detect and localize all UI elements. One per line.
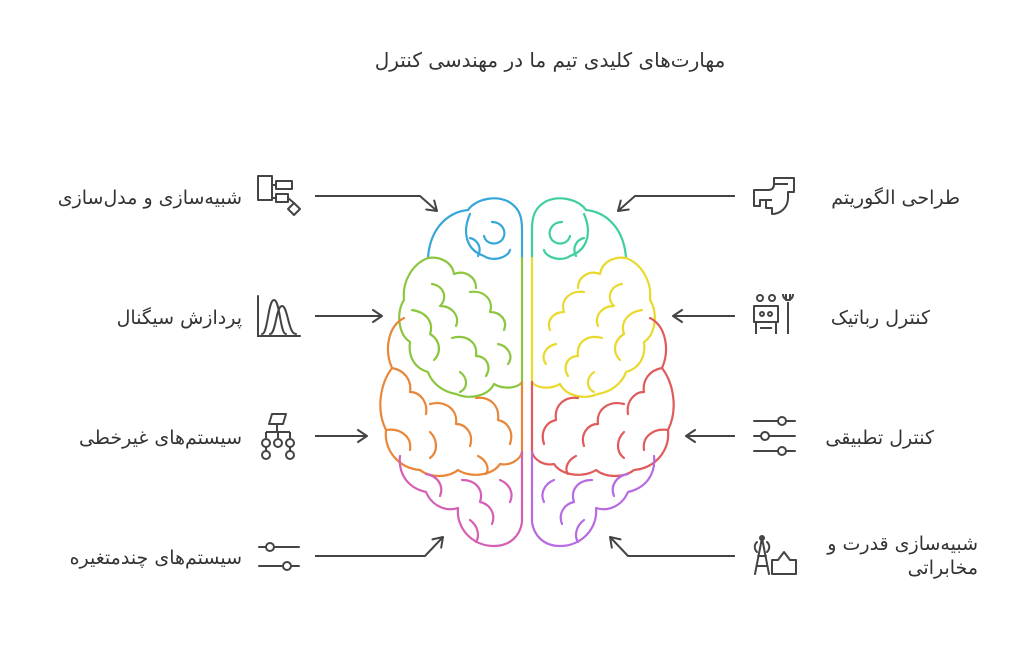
brain-lobe-pink: [398, 450, 524, 548]
brain-lobe-teal: [530, 197, 628, 260]
label-robotic-control: کنترل رباتیک: [830, 307, 930, 329]
label-nonlinear-systems: سیستم‌های غیرخطی: [78, 427, 242, 449]
brain-lobe-yellow: [530, 256, 656, 398]
page-title: مهارت‌های کلیدی تیم ما در مهندسی کنترل: [374, 48, 726, 72]
label-signal-processing: پردازش سیگنال: [116, 307, 242, 329]
label-adaptive-control: کنترل تطبیقی: [825, 427, 934, 449]
flowchart-icon: [257, 175, 301, 216]
label-power-comm-simulation: شبیه‌سازی قدرت و مخابراتی: [827, 533, 978, 579]
signal-icon: [257, 295, 301, 337]
brain-lobe-purple: [530, 450, 656, 548]
arrow-simulation-modeling: [315, 195, 438, 212]
arrow-multivariable-systems: [315, 536, 444, 557]
arrow-power-comm: [609, 536, 735, 557]
tower-icon: [753, 535, 797, 575]
brain-left-hemisphere: [379, 197, 524, 548]
label-simulation-modeling: شبیه‌سازی و مدل‌سازی: [57, 187, 242, 209]
arrow-algorithm-design: [617, 195, 735, 212]
network-icon: [261, 413, 295, 460]
robot-icon: [753, 293, 794, 334]
label-algorithm-design: طراحی الگوریتم: [831, 187, 960, 209]
brain-lobe-red: [530, 316, 675, 478]
sliders-icon-right: [753, 416, 796, 456]
label-multivariable-systems: سیستم‌های چندمتغیره: [69, 547, 242, 569]
brain-lobe-blue: [426, 197, 524, 260]
sliders-icon: [258, 542, 300, 571]
brain-lobe-green: [398, 256, 524, 398]
brain-lobe-orange: [379, 316, 524, 478]
pipe-icon: [753, 177, 795, 215]
brain-right-hemisphere: [530, 197, 675, 548]
